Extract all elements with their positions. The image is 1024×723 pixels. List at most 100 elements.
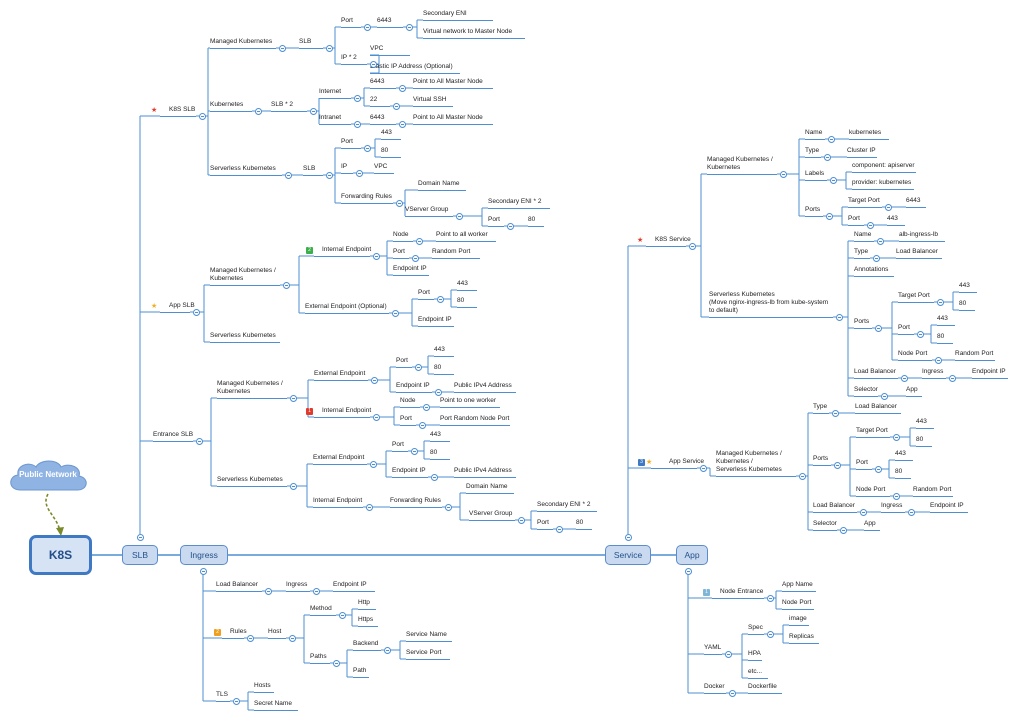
collapse-toggle-icon[interactable] [949, 375, 956, 382]
node-ing-rules[interactable]: Rules [230, 628, 247, 635]
collapse-toggle-icon[interactable] [885, 204, 892, 211]
node-svc-ports[interactable]: Ports [805, 206, 821, 213]
node-svc-alb[interactable]: alb-ingress-lb [899, 231, 939, 238]
collapse-toggle-icon[interactable] [908, 509, 915, 516]
collapse-toggle-icon[interactable] [396, 200, 403, 207]
topic-slb[interactable]: SLB [122, 545, 158, 565]
collapse-toggle-icon[interactable] [877, 238, 884, 245]
node-es-ie[interactable]: Internal Endpoint [322, 407, 372, 414]
node-as2-mk[interactable]: Managed Kubernetes / Kubernetes / Server… [716, 450, 782, 473]
collapse-toggle-icon[interactable] [725, 651, 732, 658]
topic-service[interactable]: Service [605, 545, 651, 565]
collapse-toggle-icon[interactable] [840, 527, 847, 534]
node-svc-epip[interactable]: Endpoint IP [972, 368, 1006, 375]
node-svc-comp[interactable]: component: apiserver [852, 162, 915, 169]
node-as-paw[interactable]: Point to all worker [436, 231, 488, 238]
node-svc-name2[interactable]: Name [854, 231, 872, 238]
node-es-epip3[interactable]: Endpoint IP [392, 467, 426, 474]
collapse-toggle-icon[interactable] [399, 121, 406, 128]
collapse-toggle-icon[interactable] [893, 434, 900, 441]
collapse-toggle-icon[interactable] [285, 172, 292, 179]
collapse-toggle-icon[interactable] [767, 631, 774, 638]
node-ing-epip[interactable]: Endpoint IP [333, 581, 367, 588]
node-svc-name[interactable]: Name [805, 129, 823, 136]
collapse-toggle-icon[interactable] [406, 24, 413, 31]
node-sk-80[interactable]: 80 [381, 147, 389, 154]
node-es-node[interactable]: Node [400, 397, 416, 404]
node-as-rp[interactable]: Random Port [432, 248, 471, 255]
node-sk-80b[interactable]: 80 [528, 216, 536, 223]
node-k-intranet[interactable]: Intranet [319, 114, 342, 121]
collapse-toggle-icon[interactable] [393, 103, 400, 110]
node-as2-lb[interactable]: Load Balancer [855, 403, 897, 410]
node-ing-host[interactable]: Host [268, 628, 282, 635]
node-as2-80b[interactable]: 80 [895, 468, 903, 475]
collapse-toggle-icon[interactable] [247, 635, 254, 642]
collapse-toggle-icon[interactable] [416, 238, 423, 245]
node-es-port2[interactable]: Port [400, 415, 412, 422]
collapse-toggle-icon[interactable] [830, 177, 837, 184]
collapse-toggle-icon[interactable] [435, 389, 442, 396]
node-mk-ip2[interactable]: IP * 2 [341, 54, 357, 61]
collapse-toggle-icon[interactable] [445, 504, 452, 511]
node-k-vssh[interactable]: Virtual SSH [413, 96, 447, 103]
collapse-toggle-icon[interactable] [412, 255, 419, 262]
node-svc-ann[interactable]: Annotations [854, 266, 889, 273]
node-svc-type2[interactable]: Type [854, 248, 869, 255]
node-mk[interactable]: Managed Kubernetes [210, 38, 273, 45]
collapse-toggle-icon[interactable] [290, 395, 297, 402]
node-ing-path[interactable]: Path [353, 667, 367, 674]
collapse-toggle-icon[interactable] [937, 299, 944, 306]
node-sk-port[interactable]: Port [341, 138, 353, 145]
topic-app[interactable]: App [676, 545, 708, 565]
node-k-pam2[interactable]: Point to All Master Node [413, 114, 483, 121]
node-es-pub[interactable]: Public IPv4 Address [454, 382, 512, 389]
node-es-mk[interactable]: Managed Kubernetes / Kubernetes [217, 380, 283, 395]
node-ing-backend[interactable]: Backend [353, 640, 379, 647]
node-k-slb2[interactable]: SLB * 2 [271, 101, 294, 108]
node-mk-slb[interactable]: SLB [299, 38, 312, 45]
collapse-toggle-icon[interactable] [265, 588, 272, 595]
node-k[interactable]: Kubernetes [210, 101, 244, 108]
collapse-toggle-icon[interactable] [828, 136, 835, 143]
node-es-80b[interactable]: 80 [430, 449, 438, 456]
node-as-sk[interactable]: Serverless Kubernetes [210, 332, 276, 339]
node-sk[interactable]: Serverless Kubernetes [210, 165, 276, 172]
collapse-toggle-icon[interactable] [700, 465, 707, 472]
node-app-hpa[interactable]: HPA [748, 650, 761, 657]
collapse-toggle-icon[interactable] [373, 253, 380, 260]
node-svc-prov[interactable]: provider: kubernetes [852, 179, 912, 186]
node-as2-443b[interactable]: 443 [895, 450, 906, 457]
node-app-service[interactable]: App Service [669, 458, 705, 465]
collapse-toggle-icon[interactable] [767, 595, 774, 602]
collapse-toggle-icon[interactable] [867, 222, 874, 229]
node-svc-80b[interactable]: 80 [959, 300, 967, 307]
collapse-toggle-icon[interactable] [836, 314, 843, 321]
collapse-toggle-icon[interactable] [556, 526, 563, 533]
collapse-toggle-icon[interactable] [137, 534, 144, 541]
node-es-port[interactable]: Port [396, 357, 408, 364]
node-ing-sport[interactable]: Service Port [406, 649, 442, 656]
node-sk-ip[interactable]: IP [341, 163, 348, 170]
collapse-toggle-icon[interactable] [392, 310, 399, 317]
collapse-toggle-icon[interactable] [333, 660, 340, 667]
node-svc-lb2[interactable]: Load Balancer [854, 368, 896, 375]
node-ing-hosts[interactable]: Hosts [254, 682, 271, 689]
node-es-fr[interactable]: Forwarding Rules [390, 497, 441, 504]
node-k8s-slb[interactable]: K8S SLB [169, 106, 196, 113]
node-sk-fr[interactable]: Forwarding Rules [341, 193, 392, 200]
node-sk-vpc[interactable]: VPC [374, 163, 388, 170]
collapse-toggle-icon[interactable] [625, 534, 632, 541]
node-k-pam1[interactable]: Point to All Master Node [413, 78, 483, 85]
collapse-toggle-icon[interactable] [873, 255, 880, 262]
collapse-toggle-icon[interactable] [255, 108, 262, 115]
collapse-toggle-icon[interactable] [384, 647, 391, 654]
collapse-toggle-icon[interactable] [780, 171, 787, 178]
node-es-pow[interactable]: Point to one worker [440, 397, 497, 404]
node-svc-lb[interactable]: Load Balancer [896, 248, 938, 255]
node-svc-rport[interactable]: Random Port [955, 350, 994, 357]
node-svc-cip[interactable]: Cluster IP [847, 147, 876, 154]
collapse-toggle-icon[interactable] [437, 296, 444, 303]
node-as-epip[interactable]: Endpoint IP [393, 265, 427, 272]
node-ing-method[interactable]: Method [310, 605, 332, 612]
